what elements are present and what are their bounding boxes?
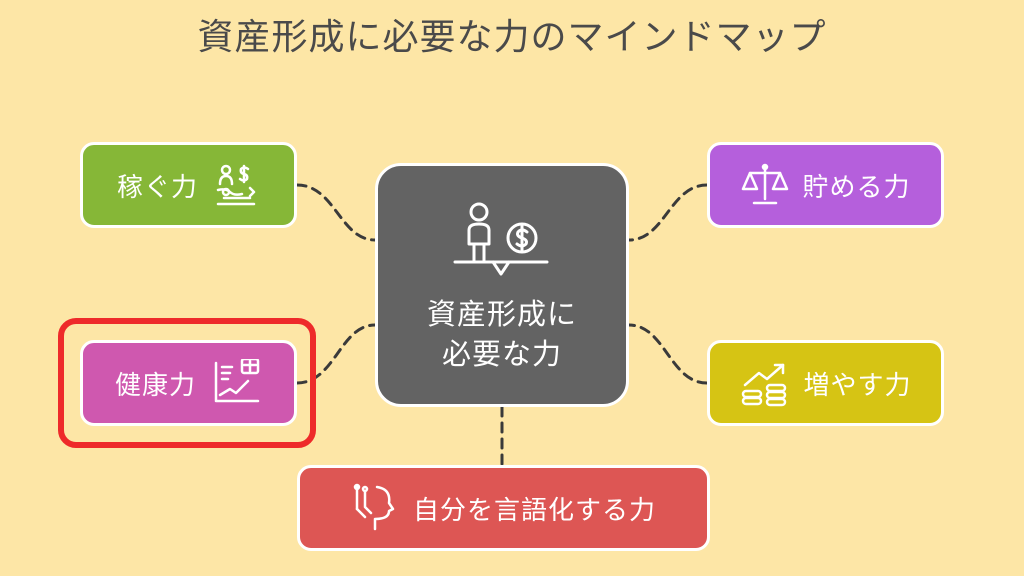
branch-fuyasu: 増やす力 — [707, 340, 944, 426]
health-chart-plus-icon — [214, 359, 260, 403]
branch-tameru: 貯める力 — [707, 142, 944, 228]
people-money-icon — [216, 164, 256, 206]
branch-gengo: 自分を言語化する力 — [297, 465, 710, 551]
branch-kenkou-label: 健康力 — [114, 370, 196, 401]
branch-gengo-label: 自分を言語化する力 — [412, 495, 656, 526]
head-thought-icon — [353, 483, 395, 531]
connector-kasegu — [295, 183, 377, 242]
branch-kasegu: 稼ぐ力 — [80, 142, 297, 228]
connector-tameru — [627, 183, 709, 242]
growth-coins-icon — [742, 363, 787, 407]
person-seesaw-coin-icon — [453, 202, 549, 276]
branch-kasegu-label: 稼ぐ力 — [116, 172, 198, 203]
highlight-box — [58, 318, 316, 448]
branch-kenkou: 健康力 — [80, 340, 297, 426]
center-label: 資産形成に 必要な力 — [427, 294, 577, 374]
scale-balance-icon — [742, 163, 789, 205]
center-label-line1: 資産形成に — [426, 297, 577, 331]
branch-tameru-label: 貯める力 — [802, 172, 911, 203]
center-node: 資産形成に 必要な力 — [375, 163, 629, 407]
branch-fuyasu-label: 増やす力 — [803, 370, 912, 401]
center-label-line2: 必要な力 — [441, 337, 562, 371]
connector-fuyasu — [627, 323, 709, 385]
page-title: 資産形成に必要な力のマインドマップ — [197, 17, 827, 58]
connector-kenkou — [295, 323, 377, 385]
